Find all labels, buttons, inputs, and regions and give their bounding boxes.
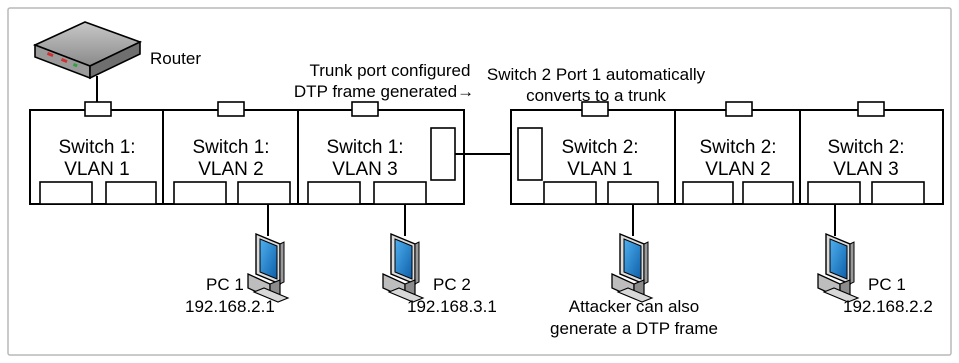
attacker-annotation-line-1: Attacker can also [569,297,699,316]
switch-2-vlan-1-port [543,181,597,205]
switch-2-vlan-2-port [742,181,794,205]
switch-2-vlan-2-title: Switch 2: [699,137,776,158]
switch-1-vlan-3-title: Switch 1: [326,137,403,158]
convert-annotation-line-2: converts to a trunk [526,86,666,105]
switch-2: Switch 2: VLAN 1 Switch 2: VLAN 2 Switch… [510,101,944,205]
switch-1-vlan-2-port [237,181,291,205]
switch-1-vlan-1-name: VLAN 1 [64,159,129,180]
switch-1-vlan-3-port [373,181,427,205]
switch-1-vlan-1-title: Switch 1: [58,137,135,158]
pc-2-name: PC 2 [433,275,471,294]
switch-2-vlan-1-name: VLAN 1 [567,159,632,180]
trunk-annotation-line-1: Trunk port configured [310,61,471,80]
switch-1-vlan-1-port [105,181,157,205]
pc-1-name: PC 1 [206,275,244,294]
switch-2-vlan-2-port [682,181,734,205]
switch-1-vlan-2-port [173,181,227,205]
switch-2-vlan-1-port [607,181,659,205]
switch-1-vlan-2-title: Switch 1: [192,137,269,158]
switch-2-vlan-1-title: Switch 2: [561,137,638,158]
switch-2-vlan-2-name: VLAN 2 [705,159,770,180]
switch-2-vlan-3-name: VLAN 3 [833,159,898,180]
switch-1-vlan-1-port [39,181,93,205]
trunk-annotation-line-2: DTP frame generated→ [294,82,474,101]
switch-2-vlan-1-top-port [581,101,609,117]
router-icon [32,21,143,80]
switch-1-vlan-3-port [307,181,361,205]
attacker-annotation-line-2: generate a DTP frame [550,319,718,338]
switch-1-vlan-2-top-port [217,101,245,117]
diagram-frame [7,7,952,356]
pc-3-name: PC 1 [868,275,906,294]
switch-2-vlan-3-port [871,181,925,205]
switch-1-vlan-3-name: VLAN 3 [332,159,397,180]
pc-3-ip: 192.168.2.2 [843,297,933,316]
switch-1-vlan-2-name: VLAN 2 [198,159,263,180]
switch-1-vlan-1-uplink-port [84,101,112,117]
switch-1-vlan-3-top-port [351,101,379,117]
router-label: Router [150,49,201,68]
switch-2-vlan-3-top-port [857,101,885,117]
switch-1: Switch 1: VLAN 1 Switch 1: VLAN 2 Switch… [29,101,465,205]
switch-1-trunk-port [430,127,456,181]
pc-2-ip: 192.168.3.1 [407,297,497,316]
switch-2-vlan-3-port [807,181,861,205]
pc-1-ip: 192.168.2.1 [185,297,275,316]
switch-2-port-1-trunk [517,127,543,181]
switch-2-vlan-3-title: Switch 2: [827,137,904,158]
switch-2-vlan-2-top-port [725,101,753,117]
convert-annotation-line-1: Switch 2 Port 1 automatically [487,65,706,84]
